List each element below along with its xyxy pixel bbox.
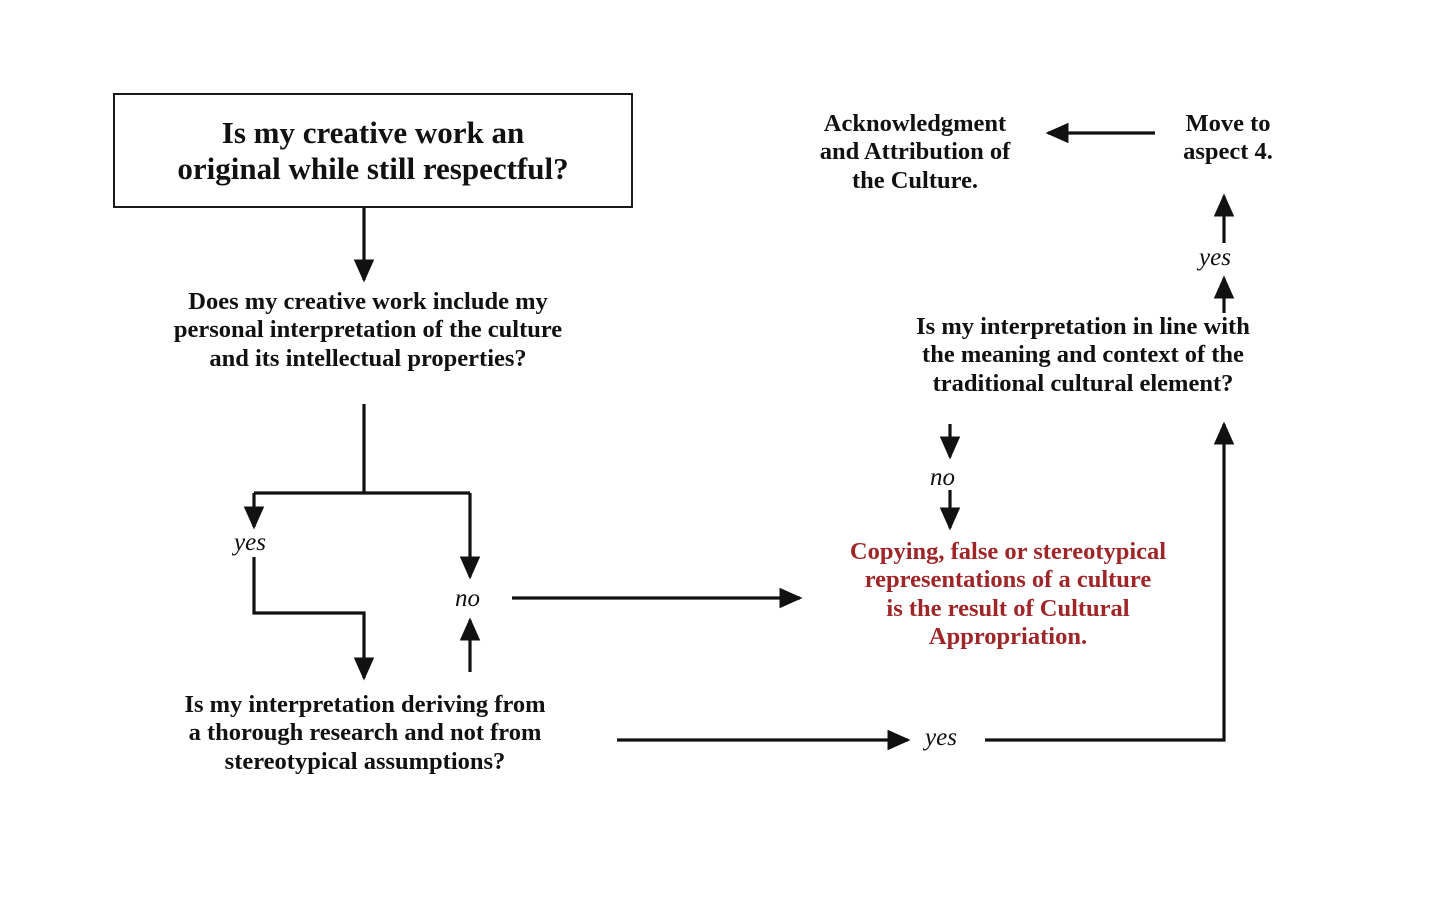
edge-yes-to-q2 [252, 557, 375, 681]
node-root-question: Is my creative work an original while st… [113, 93, 633, 208]
node-outcome-cultural-appropriation: Copying, false or stereotypical represen… [849, 538, 1167, 651]
edge-label-q3-no: no [930, 464, 955, 491]
edge-label-q1-yes: yes [234, 529, 266, 556]
node-question-personal-interpretation: Does my creative work include my persona… [173, 288, 563, 372]
node-move-to-aspect-4: Move to aspect 4. [1183, 110, 1273, 166]
node-question-thorough-research: Is my interpretation deriving from a tho… [184, 691, 546, 775]
edge-label-q1-no: no [455, 585, 480, 612]
node-outcome-acknowledgment: Acknowledgment and Attribution of the Cu… [819, 110, 1011, 194]
edge-label-q3-yes: yes [1199, 244, 1231, 271]
node-root-label: Is my creative work an original while st… [177, 114, 569, 186]
edge-label-q2-yes: yes [925, 724, 957, 751]
node-question-meaning-and-context: Is my interpretation in line with the me… [916, 313, 1250, 397]
